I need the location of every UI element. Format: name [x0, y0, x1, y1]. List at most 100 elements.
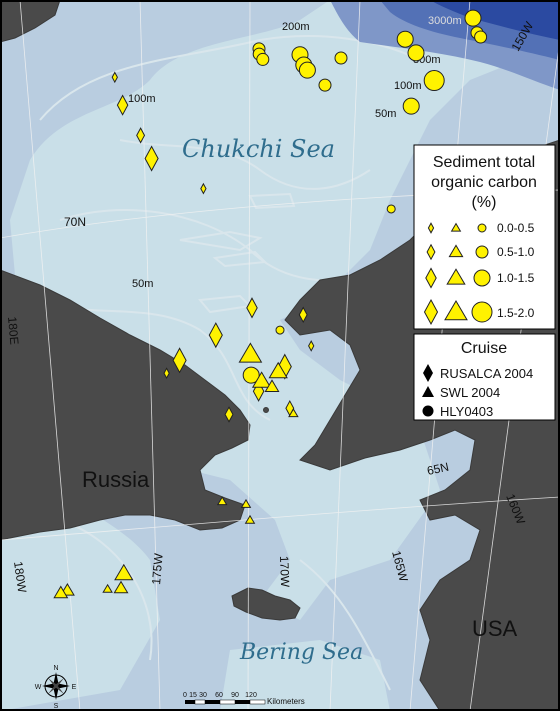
lat-label-70n: 70N — [64, 215, 86, 229]
station-marker — [308, 340, 315, 352]
station-marker — [163, 367, 170, 380]
scale-tick-60: 60 — [215, 692, 223, 699]
station-marker — [114, 563, 134, 581]
legend-toc-class-3: 1.0-1.5 — [497, 271, 535, 285]
station-marker — [474, 30, 488, 44]
lon-label-175w: 175W — [149, 552, 166, 585]
station-marker — [298, 61, 316, 79]
land-wrangel-island — [0, 0, 61, 43]
station-marker — [102, 583, 113, 593]
station-marker — [396, 30, 414, 48]
legend-toc-triangle-symbol — [450, 222, 462, 232]
usa-label: USA — [472, 616, 518, 641]
stations-layer — [53, 9, 488, 599]
station-marker — [238, 342, 263, 363]
scale-tick-15: 15 — [189, 692, 197, 699]
legend-toc-title-1: Sediment total — [433, 154, 535, 171]
scale-tick-90: 90 — [231, 692, 239, 699]
depth-label-50m-central: 50m — [132, 278, 153, 290]
station-marker — [334, 51, 348, 65]
legend-toc-title-3: (%) — [472, 194, 497, 211]
scale-unit: Kilometers — [267, 697, 305, 706]
station-marker — [386, 204, 396, 214]
scale-bar: 0 15 30 60 90 120 Kilometers — [183, 692, 305, 706]
russia-label: Russia — [82, 467, 150, 492]
station-marker — [288, 408, 299, 418]
depth-label-200m: 200m — [282, 21, 310, 33]
depth-labels: 200m 3000m 800m 100m 50m 100m 50m — [128, 15, 462, 290]
legend-toc-triangle-symbol — [446, 268, 466, 285]
station-marker — [407, 44, 425, 62]
legend-toc-triangle-symbol — [444, 300, 468, 321]
legend-cruise-circle-symbol — [422, 405, 434, 417]
legend-cruise-label-rusalca: RUSALCA 2004 — [440, 366, 533, 381]
station-marker — [144, 145, 159, 172]
station-marker — [53, 585, 69, 599]
lon-label-180w: 180W — [11, 560, 29, 594]
station-marker — [113, 580, 129, 594]
station-marker — [172, 347, 187, 374]
lon-label-180e: 180E — [5, 316, 21, 345]
scale-tick-0: 0 — [183, 692, 187, 699]
depth-label-50m-north: 50m — [375, 108, 396, 120]
depth-label-100m-west: 100m — [128, 93, 156, 105]
legend-toc-triangle-symbol — [448, 244, 464, 258]
deep-basin — [330, 0, 560, 90]
land-st-lawrence-island — [231, 587, 301, 621]
depth-label-100m-north: 100m — [394, 80, 422, 92]
station-marker — [200, 182, 207, 195]
station-marker — [116, 94, 129, 116]
compass-s: S — [54, 703, 59, 710]
station-marker — [244, 514, 256, 524]
legend-cruise-label-hly: HLY0403 — [440, 404, 493, 419]
legend-toc-diamond-symbol — [426, 243, 436, 261]
station-marker — [298, 306, 308, 324]
station-marker — [240, 498, 252, 508]
station-marker — [318, 78, 332, 92]
legend-toc-class-1: 0.0-0.5 — [497, 221, 535, 235]
compass-e: E — [72, 684, 77, 691]
bering-sea-label: Bering Sea — [239, 640, 363, 665]
legend-toc-circle-symbol — [475, 245, 489, 259]
legend-toc-diamond-symbol — [423, 298, 439, 326]
compass-rose: N S E W — [35, 665, 77, 710]
legend-toc: Sediment total organic carbon (%) 0.0-0.… — [413, 144, 556, 330]
legend-toc-diamond-symbol — [427, 222, 435, 234]
lat-label-65n: 65N — [426, 460, 450, 478]
legend-toc-diamond-symbol — [425, 267, 437, 289]
station-marker — [464, 9, 482, 27]
lon-label-170w: 170W — [277, 556, 292, 588]
legend-toc-class-2: 0.5-1.0 — [497, 245, 535, 259]
station-marker — [256, 52, 270, 66]
station-marker — [268, 361, 288, 379]
station-marker — [216, 496, 228, 506]
legend-toc-class-4: 1.5-2.0 — [497, 306, 535, 320]
station-marker — [402, 97, 420, 115]
legend-toc-circle-symbol — [473, 269, 491, 287]
legend-toc-symbols — [423, 222, 493, 326]
depth-label-3000m: 3000m — [428, 15, 462, 27]
legend-toc-box — [413, 144, 556, 330]
legend-cruise-title: Cruise — [461, 340, 507, 357]
station-marker — [246, 297, 258, 319]
station-marker — [208, 322, 223, 349]
station-marker — [264, 379, 280, 392]
station-marker — [242, 366, 260, 384]
compass-n: N — [53, 665, 58, 672]
scale-tick-120: 120 — [245, 692, 257, 699]
scale-tick-30: 30 — [199, 692, 207, 699]
legend-cruise-triangle-symbol — [422, 386, 434, 397]
legend-cruise-box — [413, 333, 556, 421]
station-marker — [224, 406, 234, 423]
legend-toc-title-2: organic carbon — [431, 174, 537, 191]
station-marker — [251, 371, 272, 388]
station-marker — [136, 127, 146, 144]
legend-cruise-diamond-symbol — [423, 364, 433, 382]
compass-w: W — [35, 684, 42, 691]
legend-cruise: Cruise RUSALCA 2004 SWL 2004 HLY0403 — [413, 333, 556, 421]
legend-toc-circle-symbol — [477, 223, 487, 233]
legend-toc-circle-symbol — [471, 301, 493, 323]
station-marker — [275, 325, 285, 335]
